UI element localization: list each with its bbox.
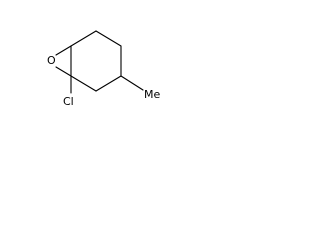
methyl-bond — [120, 75, 144, 91]
ring-bond-c2-c3 — [95, 75, 122, 92]
ring-bond-c4-c5 — [95, 30, 122, 47]
methyl-group-label: Me — [144, 88, 160, 101]
oxygen-atom-label: O — [47, 54, 56, 67]
chemical-structure-diagram: O Cl Me — [47, 30, 160, 108]
epoxide-bond-c6-o — [55, 45, 72, 56]
epoxide-bond-o-c1 — [55, 66, 72, 77]
chlorine-atom-label: Cl — [63, 95, 74, 108]
ring-bond-c5-c6 — [70, 30, 97, 47]
ring-bond-c1-c2 — [70, 75, 97, 92]
